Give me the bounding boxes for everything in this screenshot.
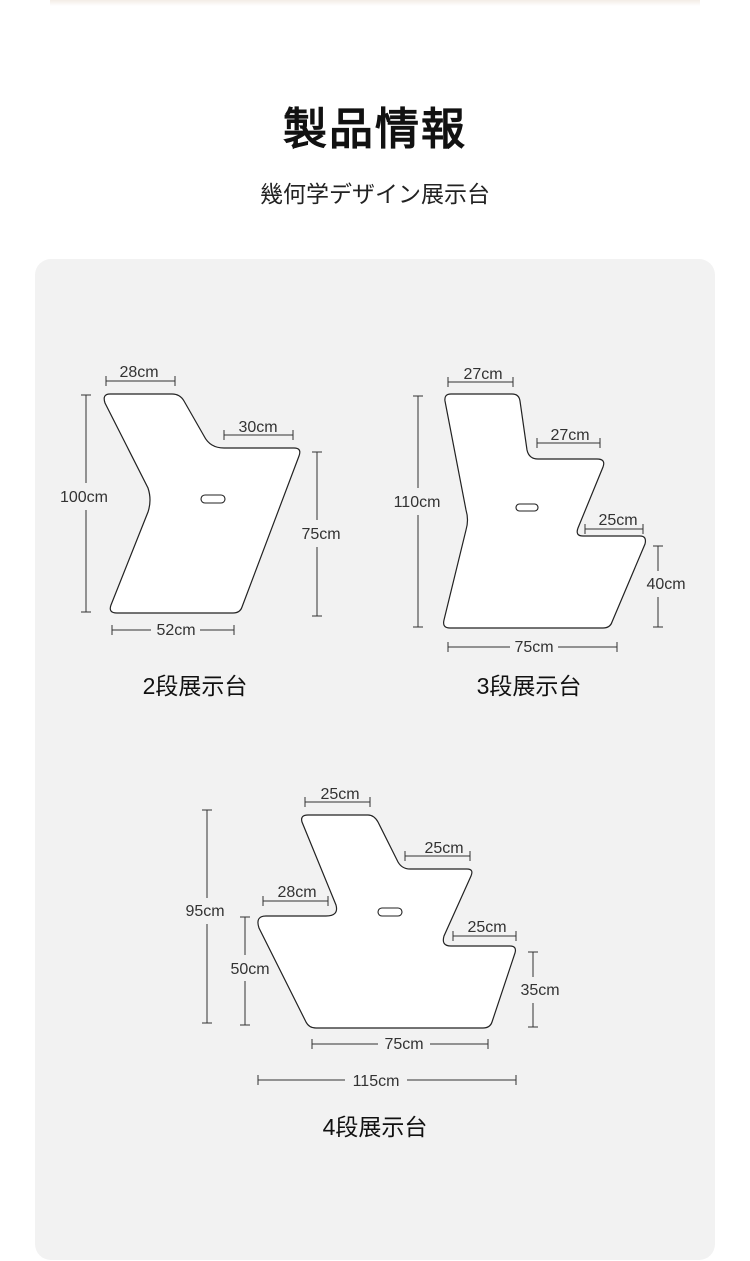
stand-4-handle-slot xyxy=(377,907,403,917)
stand-4-outline xyxy=(257,814,517,1029)
stand-3-handle-slot xyxy=(515,503,539,512)
dim-label: 95cm xyxy=(185,903,224,920)
stand-2-caption: 2段展示台 xyxy=(143,673,248,699)
dim-label: 52cm xyxy=(156,622,195,639)
dim-label: 27cm xyxy=(463,366,502,383)
dim-label: 115cm xyxy=(353,1073,400,1090)
stand-3-outline xyxy=(443,393,647,629)
stand-4-caption: 4段展示台 xyxy=(323,1114,428,1140)
page-title: 製品情報 xyxy=(283,104,467,155)
dim-label: 50cm xyxy=(230,961,269,978)
stand-2-outline xyxy=(103,393,301,614)
dim-label: 25cm xyxy=(320,786,359,803)
stand-3-tier: 27cm 27cm 25cm 110cm 40cm 75cm 3段展示台 xyxy=(394,366,686,699)
top-banner-edge xyxy=(50,0,700,6)
stand-3-caption: 3段展示台 xyxy=(477,673,582,699)
dim-label: 25cm xyxy=(467,919,506,936)
dim-label: 25cm xyxy=(424,840,463,857)
stand-4-tier: 25cm 25cm 28cm 25cm 95cm 50cm 35cm xyxy=(185,786,559,1140)
dim-label: 75cm xyxy=(384,1036,423,1053)
dim-label: 28cm xyxy=(119,364,158,381)
dim-label: 25cm xyxy=(598,512,637,529)
dim-label: 40cm xyxy=(646,576,685,593)
dim-label: 110cm xyxy=(394,494,441,511)
dim-label: 100cm xyxy=(60,489,108,506)
dim-label: 28cm xyxy=(277,884,316,901)
dim-label: 27cm xyxy=(550,427,589,444)
dim-label: 75cm xyxy=(301,526,340,543)
dim-label: 30cm xyxy=(238,419,277,436)
dim-label: 35cm xyxy=(520,982,559,999)
dim-label: 75cm xyxy=(514,639,553,656)
stand-2-handle-slot xyxy=(200,494,226,504)
page-subtitle: 幾何学デザイン展示台 xyxy=(260,182,490,208)
stand-2-tier: 28cm 30cm 100cm 75cm 52cm 2段展示台 xyxy=(60,364,341,699)
